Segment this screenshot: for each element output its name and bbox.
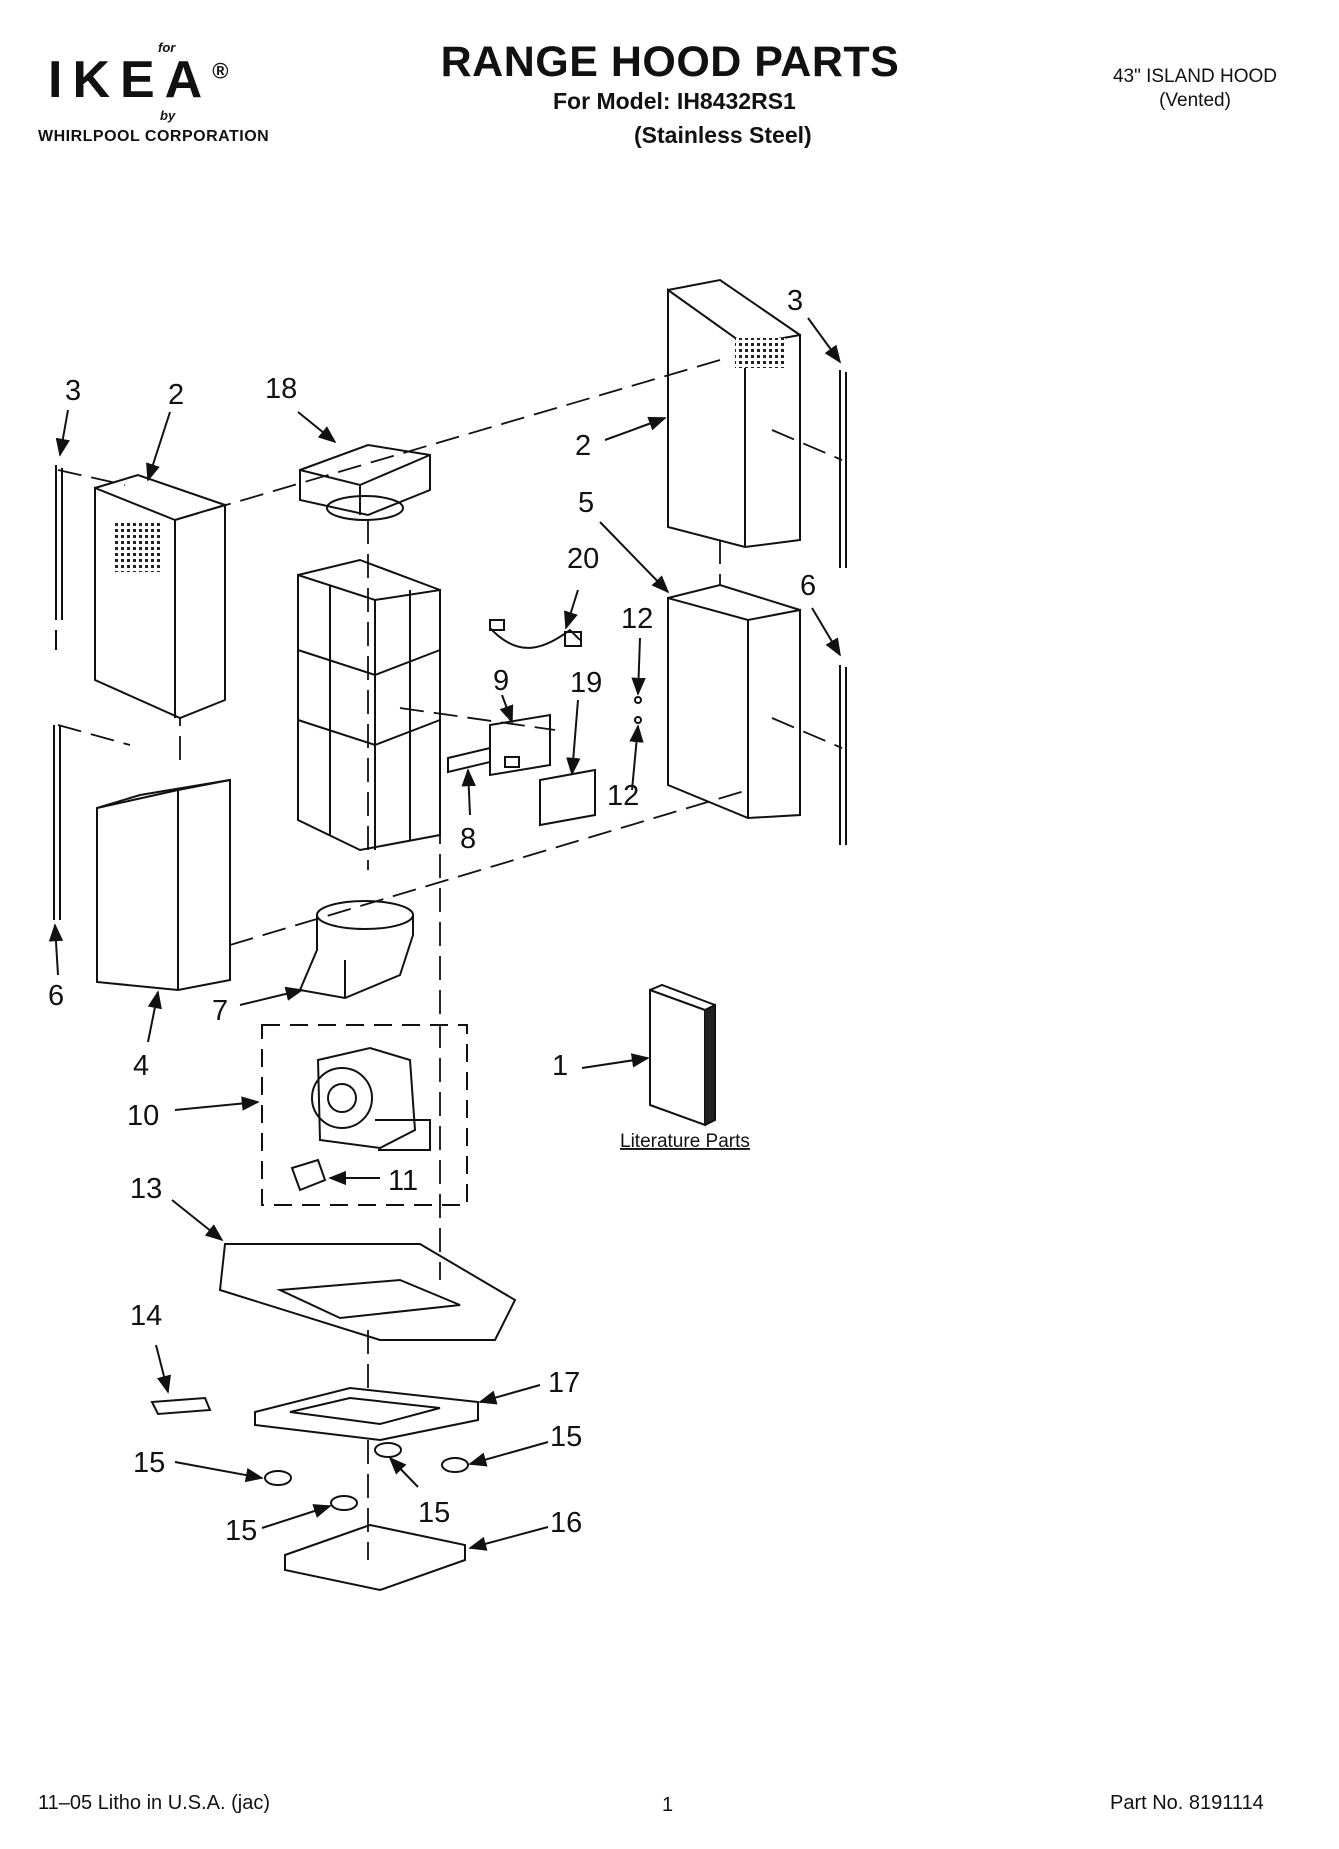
grease-filter: [284, 1523, 466, 1592]
assembly-lines: [57, 359, 843, 1560]
callout-label: 18: [265, 373, 297, 405]
callout-label: 2: [575, 430, 591, 462]
callout-label: 12: [621, 603, 653, 635]
callout-label: 11: [388, 1165, 418, 1197]
callout-label: 3: [787, 285, 803, 317]
callout-label: 4: [133, 1050, 149, 1082]
finish-line: (Stainless Steel): [634, 122, 812, 148]
callout-label: 15: [133, 1447, 165, 1479]
page-title: RANGE HOOD PARTS: [440, 38, 900, 86]
callout-label: 3: [65, 375, 81, 407]
transition-duct: [298, 900, 414, 1000]
left-upper-chimney-cover: [94, 473, 226, 720]
blower-housing-group: [261, 1024, 468, 1206]
literature-booklet: [649, 983, 716, 1127]
right-upper-chimney-cover: [667, 278, 801, 549]
callout-label: 1: [552, 1050, 568, 1082]
litho-note: 11–05 Litho in U.S.A. (jac): [38, 1792, 270, 1814]
brand-corporation: WHIRLPOOL CORPORATION: [38, 128, 270, 145]
screws: [634, 696, 642, 724]
left-upper-trim-strip: [55, 465, 63, 650]
ikea-logo: IKEA®: [48, 54, 228, 106]
duct-collar: [299, 443, 431, 521]
light-socket: [150, 1396, 212, 1416]
light-lenses: [264, 1442, 469, 1511]
callout-label: 9: [493, 665, 509, 697]
callout-label: 12: [607, 780, 639, 812]
callout-label: 2: [168, 379, 184, 411]
hood-type: 43" ISLAND HOOD: [1112, 66, 1278, 87]
callout-label: 15: [418, 1497, 450, 1529]
callout-label: 13: [130, 1173, 162, 1205]
capacitor: [290, 1158, 327, 1192]
part-number: Part No. 8191114: [1110, 1792, 1264, 1814]
left-lower-chimney-cover: [96, 778, 231, 992]
support-frame: [297, 558, 441, 852]
callout-label: 8: [460, 823, 476, 855]
brand-for-text: for: [158, 40, 176, 55]
hood-vent: (Vented): [1159, 90, 1231, 111]
model-line: For Model: IH8432RS1: [553, 88, 796, 114]
callout-label: 20: [567, 543, 599, 575]
right-lower-trim-strip: [839, 665, 847, 845]
page-number: 1: [662, 1794, 674, 1816]
callout-label: 19: [570, 667, 602, 699]
switch-assembly: [447, 746, 491, 774]
right-lower-chimney-cover: [667, 583, 801, 820]
callout-label: 14: [130, 1300, 162, 1332]
callout-label: 15: [225, 1515, 257, 1547]
callout-label: 15: [550, 1421, 582, 1453]
hood-light-panel: [218, 1243, 517, 1341]
left-lower-trim-strip: [53, 725, 61, 920]
filter-frame: [254, 1386, 479, 1442]
leader-arrows: [48, 317, 842, 1551]
callout-label: 10: [127, 1100, 159, 1132]
callout-label: 6: [800, 570, 816, 602]
callout-label: 6: [48, 980, 64, 1012]
registered-mark: ®: [212, 58, 229, 84]
callout-label: 16: [550, 1507, 582, 1539]
brand-by-text: by: [160, 108, 176, 123]
callout-label: 17: [548, 1367, 580, 1399]
wire-harness: [489, 619, 582, 649]
switch-panel: [539, 768, 596, 827]
ikea-logo-text: IKEA: [48, 51, 213, 109]
literature-parts-label: Literature Parts: [620, 1131, 750, 1152]
control-board: [489, 713, 551, 777]
callout-label: 7: [212, 995, 228, 1027]
callout-label: 5: [578, 487, 594, 519]
right-upper-trim-strip: [839, 370, 847, 568]
